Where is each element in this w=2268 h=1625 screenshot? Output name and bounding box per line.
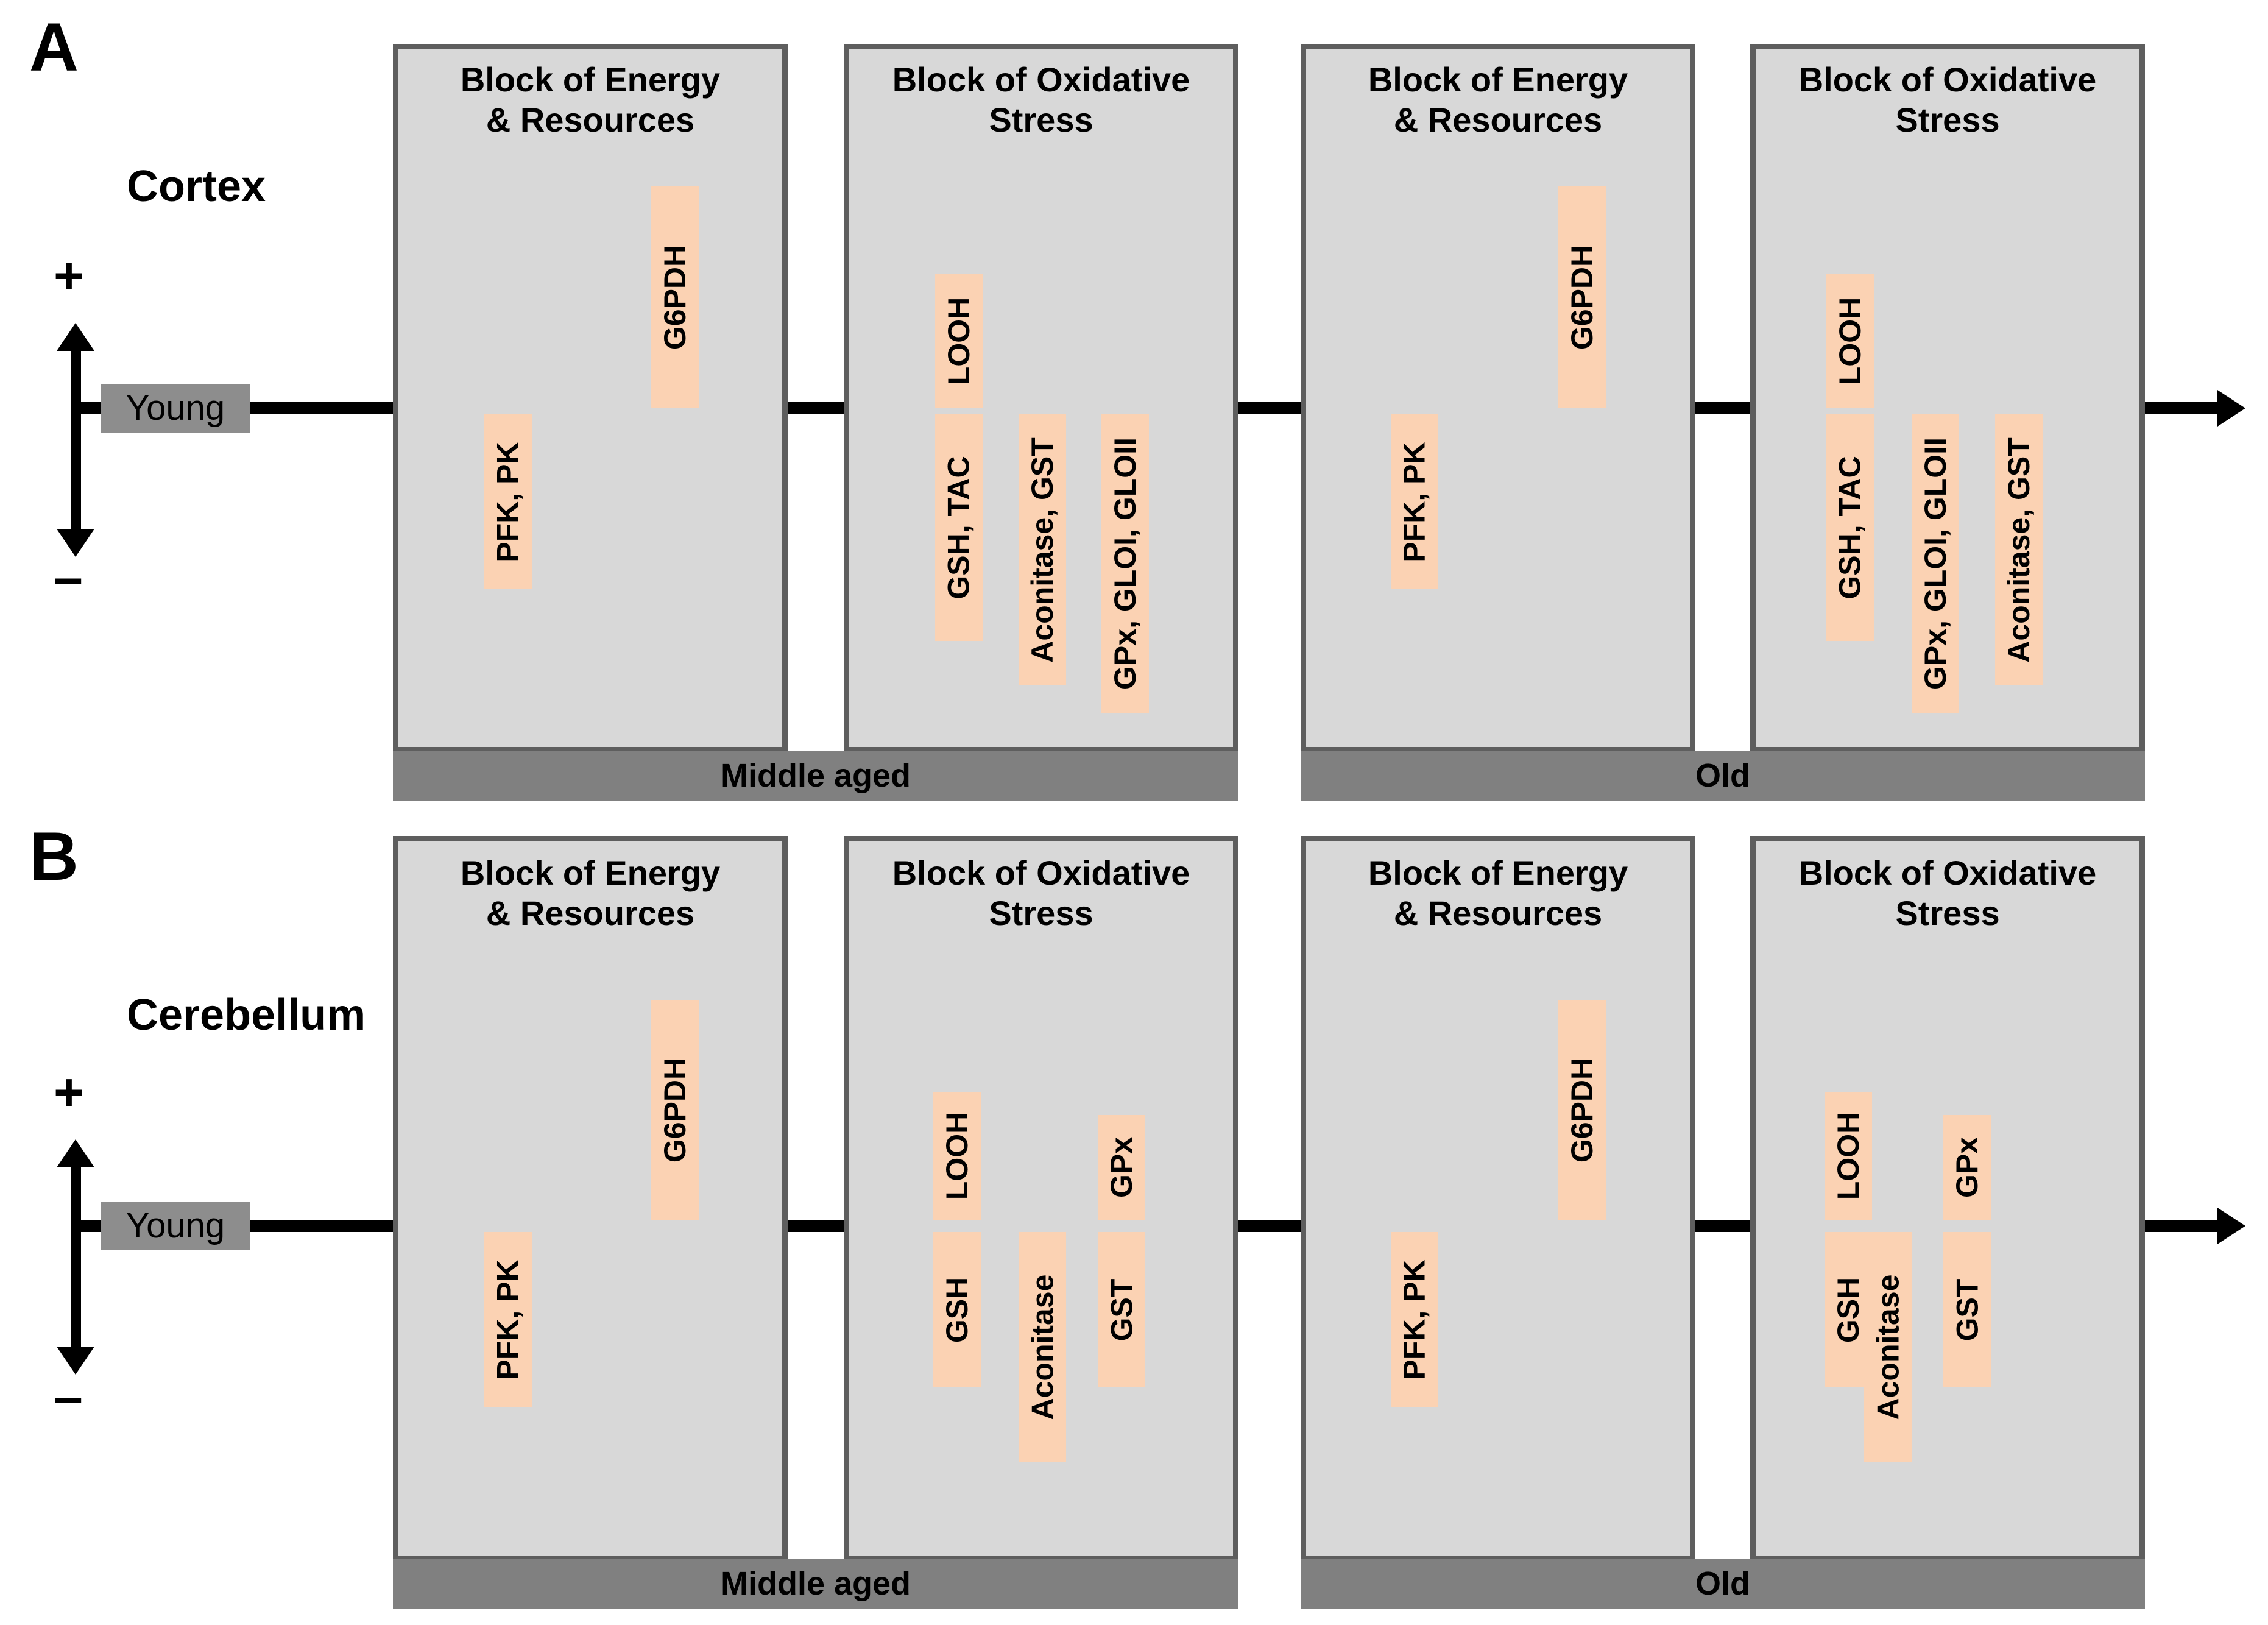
panel-a-region-title: Cortex xyxy=(127,162,266,211)
marker-label: PFK, PK xyxy=(491,1259,525,1380)
marker-label: LOOH xyxy=(942,297,976,386)
marker-bar: LOOH xyxy=(1825,1092,1872,1220)
marker-label: LOOH xyxy=(1831,1111,1865,1200)
panel-a-middleaged-energy-block-title: Block of Energy & Resources xyxy=(460,60,721,140)
marker-bar: GST xyxy=(1943,1232,1991,1387)
marker-label: GST xyxy=(1950,1278,1985,1341)
panel-b-old-energy-block xyxy=(1301,836,1695,1561)
panel-a: A Cortex + – Young Block of Energy & Res… xyxy=(29,9,2245,801)
panel-b-plus-sign: + xyxy=(54,1063,85,1122)
marker-label: G6PDH xyxy=(1565,244,1600,350)
panel-b-young-chip: Young xyxy=(101,1202,250,1250)
panel-b-middleaged-agebar: Middle aged xyxy=(393,1559,1238,1609)
marker-bar: GPx xyxy=(1098,1115,1145,1220)
panel-b-letter: B xyxy=(29,818,79,894)
marker-label: PFK, PK xyxy=(1397,1259,1432,1380)
marker-label: PFK, PK xyxy=(1397,441,1432,562)
panel-a-middleaged-oxidative-block-title: Block of Oxidative Stress xyxy=(892,60,1190,140)
panel-a-old-energy-block xyxy=(1301,44,1695,752)
marker-bar: GPx, GLOI, GLOII xyxy=(1101,414,1149,713)
panel-a-middleaged-energy-block xyxy=(393,44,788,752)
panel-a-axis-shaft xyxy=(71,347,81,530)
marker-bar: GSH xyxy=(933,1232,981,1387)
panel-a-minus-sign: – xyxy=(54,548,83,607)
marker-label: LOOH xyxy=(1833,297,1867,386)
marker-bar: PFK, PK xyxy=(1391,414,1438,589)
marker-label: GPx xyxy=(1950,1136,1984,1198)
marker-bar: PFK, PK xyxy=(1391,1232,1438,1407)
panel-b-axis-arrow-down xyxy=(57,1347,94,1375)
marker-bar: G6PDH xyxy=(1558,186,1606,408)
marker-label: Aconitase xyxy=(1025,1274,1059,1420)
panel-a-middleaged-agebar: Middle aged xyxy=(393,751,1238,801)
panel-a-axis-arrow-up xyxy=(57,323,94,351)
marker-label: G6PDH xyxy=(1565,1057,1600,1163)
marker-label: GSH xyxy=(940,1276,975,1343)
marker-label: GSH, TAC xyxy=(1833,456,1867,600)
marker-label: GSH xyxy=(1831,1276,1866,1343)
panel-b-baseline-arrow xyxy=(2217,1208,2245,1244)
panel-a-young-chip: Young xyxy=(101,384,250,433)
marker-bar: Aconitase xyxy=(1019,1232,1066,1462)
marker-bar: PFK, PK xyxy=(484,1232,532,1407)
marker-bar: GSH, TAC xyxy=(935,414,983,641)
panel-b-old-agebar: Old xyxy=(1301,1559,2145,1609)
panel-b-region-title: Cerebellum xyxy=(127,991,366,1039)
marker-label: G6PDH xyxy=(658,1057,693,1163)
panel-a-old-agebar: Old xyxy=(1301,751,2145,801)
marker-bar: GST xyxy=(1098,1232,1145,1387)
marker-label: GPx, GLOI, GLOII xyxy=(1918,437,1953,690)
marker-label: Aconitase, GST xyxy=(1025,437,1059,663)
marker-label: GPx xyxy=(1104,1136,1139,1198)
panel-a-old-energy-block-title: Block of Energy & Resources xyxy=(1368,60,1628,140)
panel-b-middleaged-energy-block xyxy=(393,836,788,1561)
marker-label: GSH, TAC xyxy=(942,456,976,600)
marker-label: GPx, GLOI, GLOII xyxy=(1108,437,1143,690)
marker-bar: G6PDH xyxy=(1558,1000,1606,1220)
panel-b-axis-shaft xyxy=(71,1164,81,1348)
panel-b-old-energy-block-title: Block of Energy & Resources xyxy=(1368,854,1628,933)
marker-bar: PFK, PK xyxy=(484,414,532,589)
panel-b: B Cerebellum + – Young Block of Energy &… xyxy=(0,810,2268,1625)
marker-bar: LOOH xyxy=(935,274,983,408)
marker-label: LOOH xyxy=(940,1111,974,1200)
panel-a-letter: A xyxy=(29,9,79,85)
panel-a-baseline-arrow xyxy=(2217,390,2245,427)
marker-bar: LOOH xyxy=(933,1092,981,1220)
marker-bar: GPx xyxy=(1943,1115,1991,1220)
marker-bar: Aconitase, GST xyxy=(1995,414,2043,685)
panel-b-middleaged-energy-block-title: Block of Energy & Resources xyxy=(460,854,721,933)
marker-bar: G6PDH xyxy=(651,1000,699,1220)
panel-a-axis-arrow-down xyxy=(57,529,94,557)
panel-b-old-oxidative-block-title: Block of Oxidative Stress xyxy=(1798,854,2097,933)
marker-label: PFK, PK xyxy=(491,441,525,562)
panel-a-old-oxidative-block-title: Block of Oxidative Stress xyxy=(1798,60,2097,140)
marker-bar: Aconitase, GST xyxy=(1019,414,1066,685)
panel-b-minus-sign: – xyxy=(54,1368,83,1426)
marker-bar: GPx, GLOI, GLOII xyxy=(1912,414,1959,713)
marker-label: GST xyxy=(1104,1278,1139,1341)
marker-label: Aconitase, GST xyxy=(2002,437,2036,663)
panel-a-plus-sign: + xyxy=(54,247,85,305)
marker-bar: G6PDH xyxy=(651,186,699,408)
marker-bar: Aconitase xyxy=(1864,1232,1912,1462)
marker-label: G6PDH xyxy=(658,244,693,350)
panel-b-middleaged-oxidative-block-title: Block of Oxidative Stress xyxy=(892,854,1190,933)
marker-bar: LOOH xyxy=(1826,274,1874,408)
marker-bar: GSH, TAC xyxy=(1826,414,1874,641)
marker-label: Aconitase xyxy=(1871,1274,1905,1420)
panel-b-axis-arrow-up xyxy=(57,1139,94,1167)
